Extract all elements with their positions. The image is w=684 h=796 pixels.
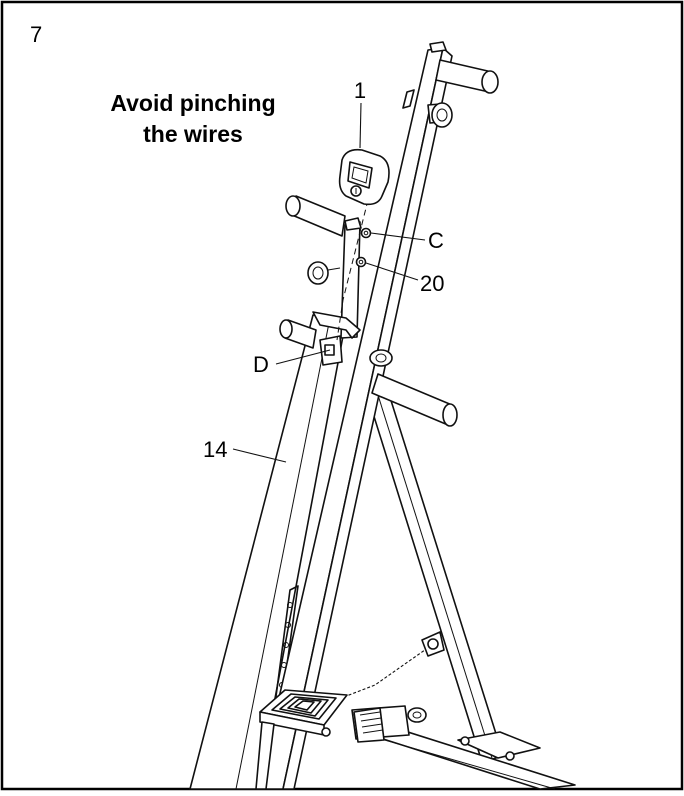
- leader-c: [370, 232, 426, 241]
- leader-d: [275, 349, 331, 365]
- pivot-ring: [369, 349, 393, 367]
- warning-line-1: Avoid pinching: [110, 90, 275, 116]
- front-foot-pedal: [259, 689, 348, 737]
- left-adjust-knob: [307, 261, 341, 285]
- right-pedal-arm: [351, 705, 410, 743]
- screw-20: [355, 256, 367, 268]
- top-handlebar: [435, 59, 499, 94]
- pedal-connector: [255, 721, 275, 790]
- callout-c: C: [428, 228, 444, 253]
- leader-14: [232, 448, 287, 463]
- right-side-grip: [371, 373, 458, 427]
- main-upright-tube: [257, 41, 453, 790]
- lower-left-handle: [279, 319, 317, 349]
- rear-support-leg: [361, 371, 504, 763]
- leader-1: [359, 102, 362, 149]
- callout-1: 1: [354, 78, 366, 103]
- screw-c: [360, 227, 372, 239]
- warning-line-2: the wires: [143, 121, 243, 147]
- callout-20: 20: [420, 271, 444, 296]
- step-number: 7: [30, 22, 42, 47]
- top-adjust-knob: [427, 102, 453, 128]
- upper-left-handle: [285, 195, 346, 237]
- console-unit: [338, 148, 390, 206]
- callout-14: 14: [203, 437, 227, 462]
- callout-d: D: [253, 352, 269, 377]
- leader-20: [365, 262, 419, 281]
- console-wire: [336, 199, 369, 341]
- base-frame: [354, 707, 576, 790]
